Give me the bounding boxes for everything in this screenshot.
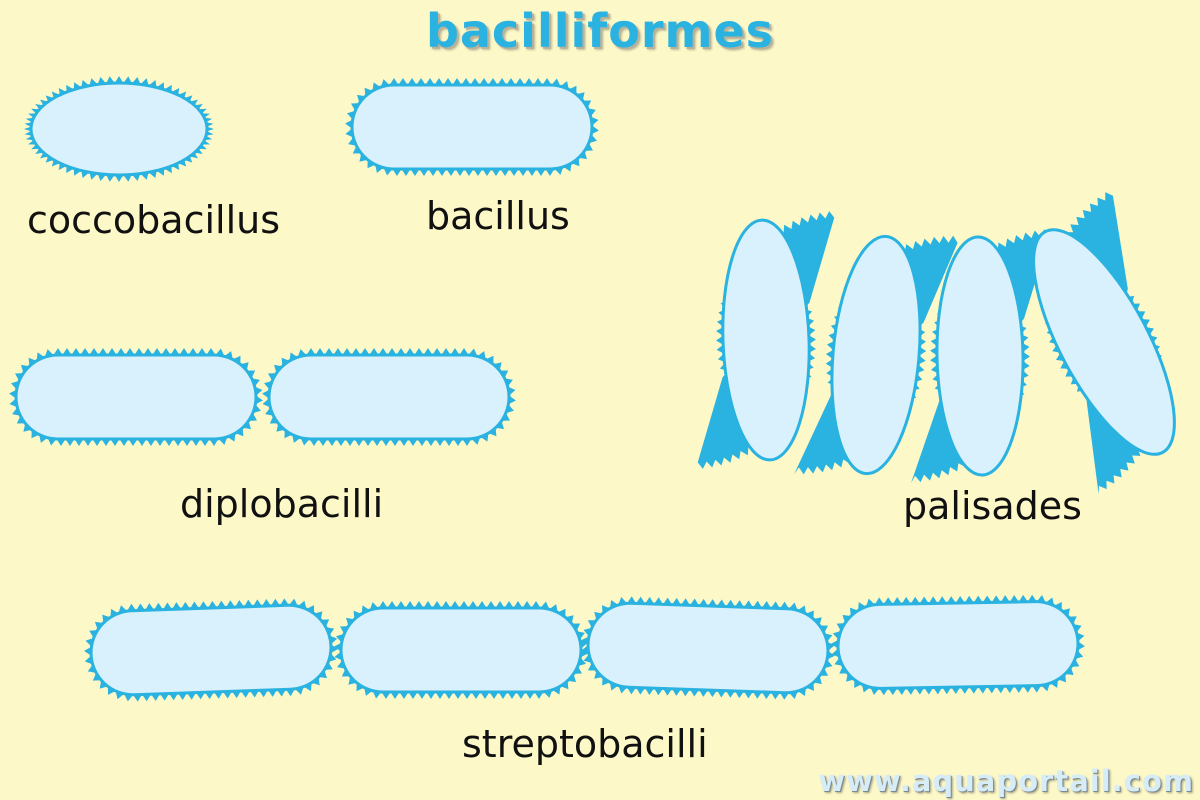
streptobacilli-cell-2 bbox=[334, 601, 588, 699]
streptobacilli-cell-3 bbox=[581, 596, 835, 700]
diplobacilli-cell-1 bbox=[9, 348, 263, 446]
cell-body bbox=[267, 353, 511, 441]
palisades-cell-3 bbox=[911, 229, 1050, 484]
label-coccobacillus: coccobacillus bbox=[27, 198, 281, 242]
palisades-cell-1 bbox=[697, 211, 835, 469]
diplobacilli-cell-2 bbox=[262, 348, 516, 446]
label-bacillus: bacillus bbox=[426, 194, 570, 238]
bacillus-cell bbox=[345, 78, 599, 176]
cell-body bbox=[339, 606, 583, 694]
coccobacillus-cell bbox=[24, 76, 214, 182]
label-streptobacilli: streptobacilli bbox=[462, 722, 708, 766]
streptobacilli-cell-1 bbox=[84, 598, 338, 702]
cell-body bbox=[350, 83, 594, 171]
cell-body bbox=[935, 235, 1025, 477]
palisades-cell-2 bbox=[794, 234, 958, 476]
diagram-title: bacilliformes bbox=[425, 4, 775, 58]
label-palisades: palisades bbox=[903, 484, 1082, 528]
site-watermark: www.aquaportail.com bbox=[818, 764, 1194, 798]
streptobacilli-cell-4 bbox=[831, 594, 1085, 696]
cell-body bbox=[721, 218, 811, 462]
label-diplobacilli: diplobacilli bbox=[180, 482, 384, 526]
cell-body bbox=[830, 234, 922, 476]
cell-body bbox=[586, 601, 830, 695]
cell-body bbox=[89, 603, 333, 697]
cell-body bbox=[14, 353, 258, 441]
cell-body bbox=[836, 600, 1080, 690]
cell-body bbox=[1032, 228, 1176, 456]
cell-body bbox=[29, 81, 209, 177]
palisades-cell-4 bbox=[1032, 192, 1176, 495]
